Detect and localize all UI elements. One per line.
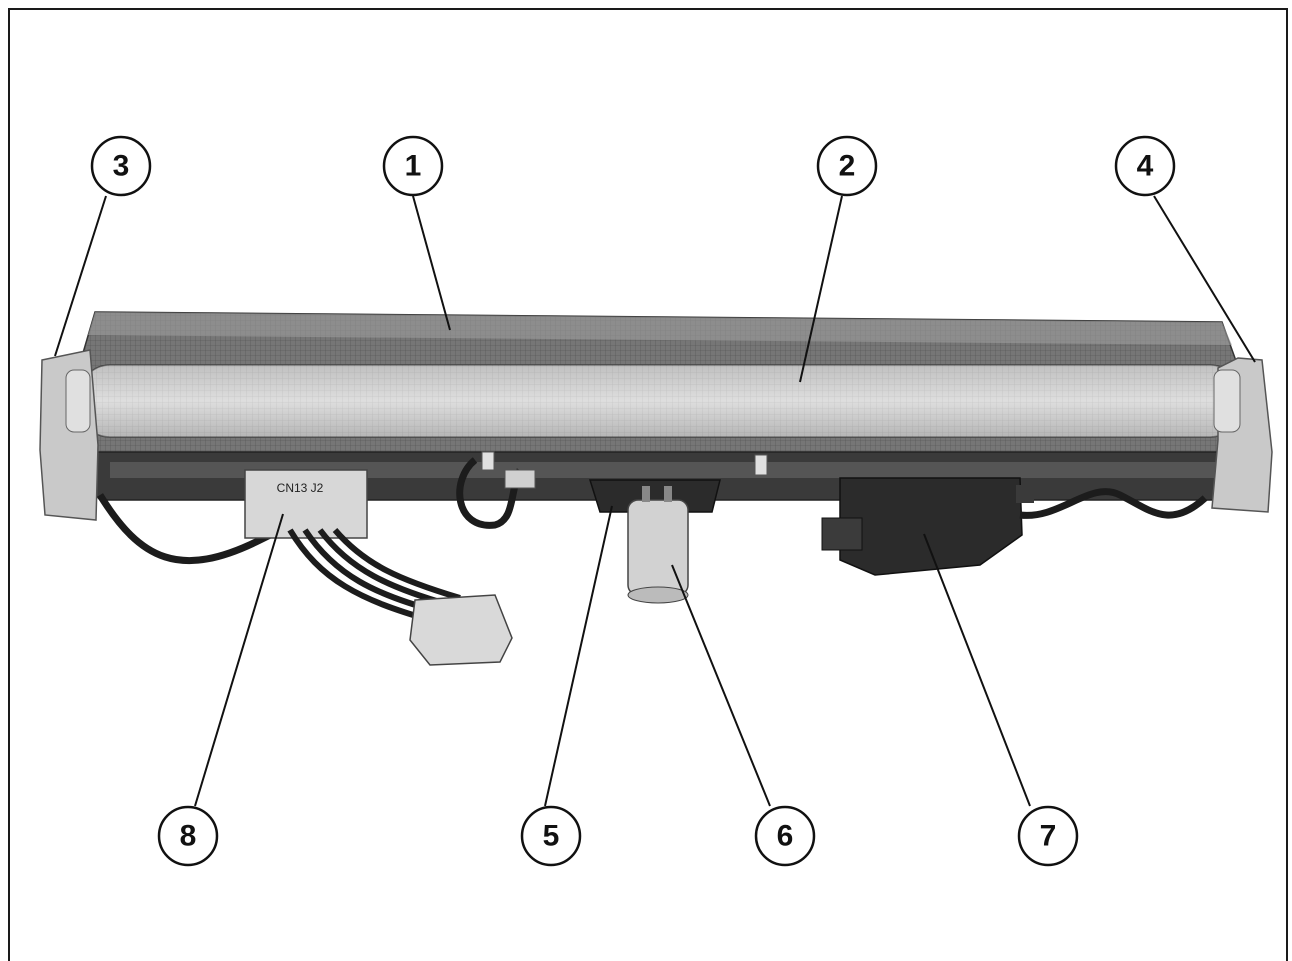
callout-4-label: 4	[1137, 150, 1154, 183]
callout-5-label: 5	[543, 820, 560, 853]
mount-bracket	[588, 479, 721, 513]
callout-7-label: 7	[1040, 820, 1057, 853]
connector-label: CN13 J2	[277, 481, 324, 495]
callout-3-label: 3	[113, 150, 130, 183]
left-lamp-socket	[39, 349, 99, 521]
figure-frame	[8, 8, 1288, 961]
right-lamp-socket	[1211, 357, 1273, 513]
wire-tie	[481, 451, 495, 471]
center-wire-loop	[456, 457, 524, 529]
capacitor	[627, 486, 689, 604]
callout-1-label: 1	[405, 150, 422, 183]
connector-block: CN13 J2	[244, 469, 368, 539]
callout-4: 4	[1114, 135, 1176, 197]
thermostat-unit	[821, 477, 1034, 576]
callout-7: 7	[1017, 805, 1079, 867]
leader-lines	[54, 195, 1256, 807]
callout-8-label: 8	[180, 820, 197, 853]
callout-5: 5	[520, 805, 582, 867]
wire-clip	[504, 469, 536, 489]
callout-2-label: 2	[839, 150, 856, 183]
lamp-tube	[79, 364, 1241, 438]
callout-6: 6	[754, 805, 816, 867]
harness-plug	[409, 594, 513, 666]
callout-3: 3	[90, 135, 152, 197]
right-harness-wire	[1019, 488, 1208, 519]
wire-tie-right	[754, 454, 768, 476]
callout-2: 2	[816, 135, 878, 197]
callout-1: 1	[382, 135, 444, 197]
callout-8: 8	[157, 805, 219, 867]
callout-6-label: 6	[777, 820, 794, 853]
